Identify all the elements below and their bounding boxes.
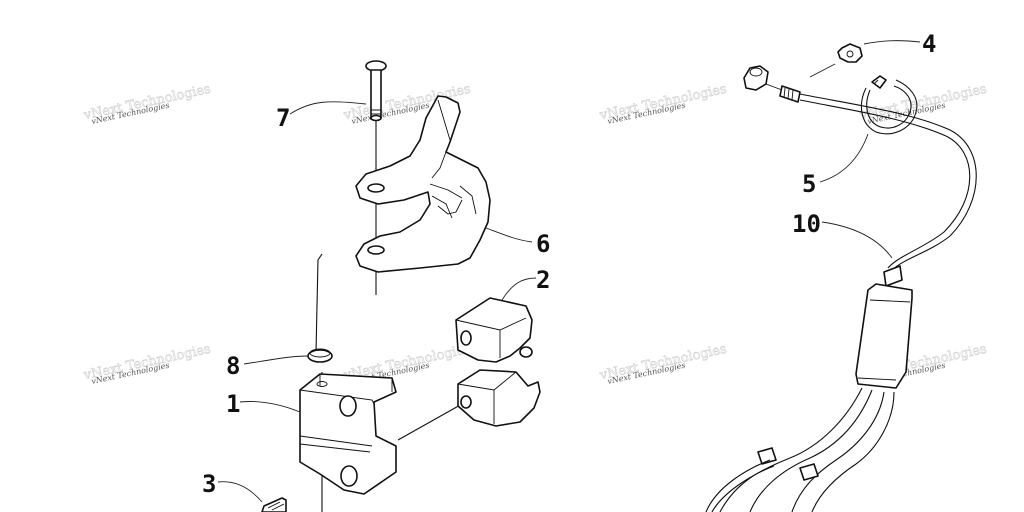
callout-10: 10 — [792, 210, 821, 238]
callout-2: 2 — [536, 266, 550, 294]
watermark-7: vNext Technologies vNext Technologies — [597, 341, 728, 385]
callout-3: 3 — [202, 470, 216, 498]
clevis-bracket-part-6 — [355, 95, 491, 273]
split-block-part-2 — [455, 297, 541, 427]
leader-4 — [863, 40, 921, 45]
cable-tie-part-5 — [860, 75, 918, 135]
washer-part-8 — [307, 348, 333, 363]
mounting-block-part-1 — [299, 373, 397, 495]
callout-5: 5 — [802, 170, 816, 198]
leader-2 — [501, 277, 537, 301]
leader-1 — [239, 401, 301, 413]
throttle-cable-part-10 — [705, 65, 977, 512]
leader-6 — [485, 227, 533, 243]
leader-lines — [217, 40, 921, 503]
leader-3 — [217, 481, 263, 503]
callout-labels: 7 6 2 8 1 3 4 5 10 — [202, 30, 936, 498]
bolt-part-3 — [261, 497, 287, 512]
leader-5 — [819, 133, 869, 183]
callout-6: 6 — [536, 230, 550, 258]
leader-10 — [821, 221, 893, 259]
callout-1: 1 — [226, 390, 240, 418]
watermark-5: vNext Technologies vNext Technologies — [81, 341, 212, 385]
callout-7: 7 — [276, 104, 290, 132]
leader-7 — [289, 101, 367, 115]
callout-8: 8 — [226, 352, 240, 380]
clevis-pin-part-7 — [365, 60, 387, 122]
watermark-3: vNext Technologies vNext Technologies — [597, 81, 728, 125]
watermark-1: vNext Technologies vNext Technologies — [81, 81, 212, 125]
leader-8 — [243, 355, 309, 365]
e-clip-part-4 — [809, 43, 863, 78]
callout-4: 4 — [922, 30, 936, 58]
